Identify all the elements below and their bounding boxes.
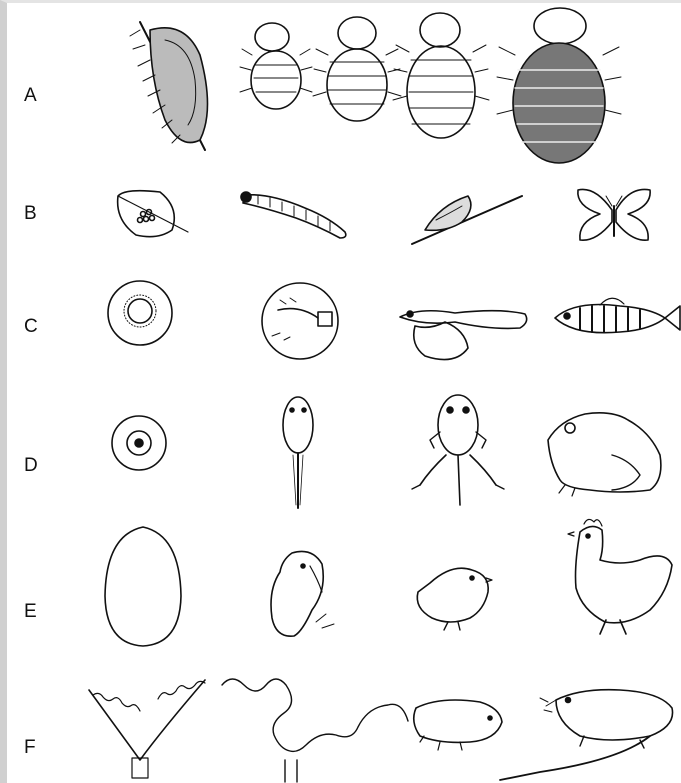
row-b-leaf-with-eggs — [118, 191, 188, 237]
row-c-fish-egg — [108, 281, 172, 345]
row-a-nymph-1 — [240, 23, 312, 109]
row-b-chrysalis-on-twig — [412, 196, 522, 244]
row-d-froglet — [412, 395, 504, 505]
row-b-butterfly — [578, 189, 650, 240]
row-d-adult-frog — [548, 413, 661, 496]
row-f-placenta-early — [89, 680, 205, 778]
row-d-frog-egg — [112, 416, 166, 470]
row-a-nymph-3 — [393, 13, 489, 138]
row-c-larva-with-yolk — [400, 311, 527, 360]
row-e-chicken-egg — [105, 527, 181, 646]
row-e-hen — [568, 519, 672, 634]
row-f-adult-rat — [500, 690, 673, 780]
row-e-chick — [417, 568, 492, 630]
row-c-young-fish — [555, 298, 680, 332]
row-a-nymph-4 — [497, 8, 621, 163]
row-a-egg-on-hair — [130, 22, 208, 150]
row-a-nymph-2 — [313, 17, 401, 121]
row-c-embryo-in-egg — [262, 283, 338, 359]
row-d-tadpole — [283, 397, 313, 508]
row-b-caterpillar — [241, 192, 346, 238]
row-f-newborn-rat — [414, 700, 502, 750]
row-e-hatching-chick — [271, 551, 334, 636]
row-f-placenta-late — [222, 679, 408, 782]
